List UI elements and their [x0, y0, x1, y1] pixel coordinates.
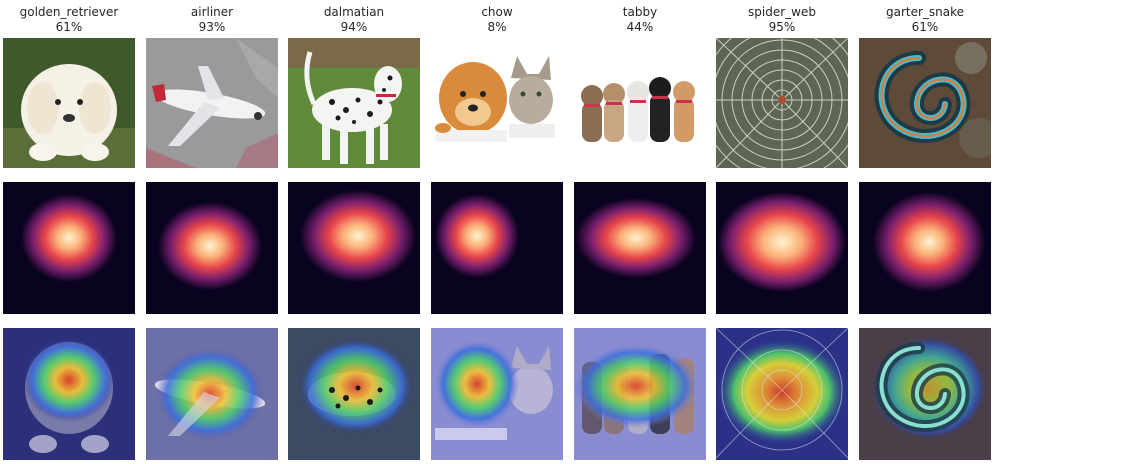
overlay-spider-web	[716, 328, 848, 460]
column-caption: chow 8%	[431, 0, 563, 35]
class-label: chow	[481, 5, 513, 19]
overlay-garter-snake	[859, 328, 991, 460]
class-label: dalmatian	[323, 5, 385, 19]
class-label: tabby	[622, 5, 658, 19]
class-score: 93%	[198, 20, 226, 34]
column-caption: tabby 44%	[574, 0, 706, 35]
overlay-tabby	[574, 328, 706, 460]
column-caption: garter_snake 61%	[859, 0, 991, 35]
class-score: 8%	[487, 20, 507, 34]
class-score: 61%	[911, 20, 939, 34]
column-airliner: airliner 93%	[146, 0, 278, 460]
column-caption: dalmatian 94%	[288, 0, 420, 35]
class-label: airliner	[190, 5, 234, 19]
column-caption: spider_web 95%	[716, 0, 848, 35]
photo-garter-snake	[859, 38, 991, 168]
overlay-dalmatian	[288, 328, 420, 460]
column-garter-snake: garter_snake 61%	[859, 0, 991, 460]
photo-tabby	[574, 38, 706, 168]
column-spider-web: spider_web 95%	[716, 0, 848, 460]
heatmap-tabby	[574, 182, 706, 314]
column-chow: chow 8%	[431, 0, 563, 460]
heatmap-garter-snake	[859, 182, 991, 314]
heatmap-golden-retriever	[3, 182, 135, 314]
class-score: 95%	[768, 20, 796, 34]
class-label: spider_web	[748, 5, 816, 19]
column-tabby: tabby 44%	[574, 0, 706, 460]
column-caption: airliner 93%	[146, 0, 278, 35]
class-label: garter_snake	[885, 5, 965, 19]
overlay-chow	[431, 328, 563, 460]
overlay-golden-retriever	[3, 328, 135, 460]
heatmap-spider-web	[716, 182, 848, 314]
heatmap-airliner	[146, 182, 278, 314]
class-label: golden_retriever	[19, 5, 119, 19]
class-score: 61%	[55, 20, 83, 34]
photo-airliner	[146, 38, 278, 168]
heatmap-chow	[431, 182, 563, 314]
column-golden-retriever: golden_retriever 61%	[3, 0, 135, 460]
overlay-airliner	[146, 328, 278, 460]
photo-golden-retriever	[3, 38, 135, 168]
column-dalmatian: dalmatian 94%	[288, 0, 420, 460]
photo-chow	[431, 38, 563, 168]
photo-dalmatian	[288, 38, 420, 168]
class-score: 94%	[340, 20, 368, 34]
photo-spider-web	[716, 38, 848, 168]
column-caption: golden_retriever 61%	[3, 0, 135, 35]
heatmap-dalmatian	[288, 182, 420, 314]
class-score: 44%	[626, 20, 654, 34]
